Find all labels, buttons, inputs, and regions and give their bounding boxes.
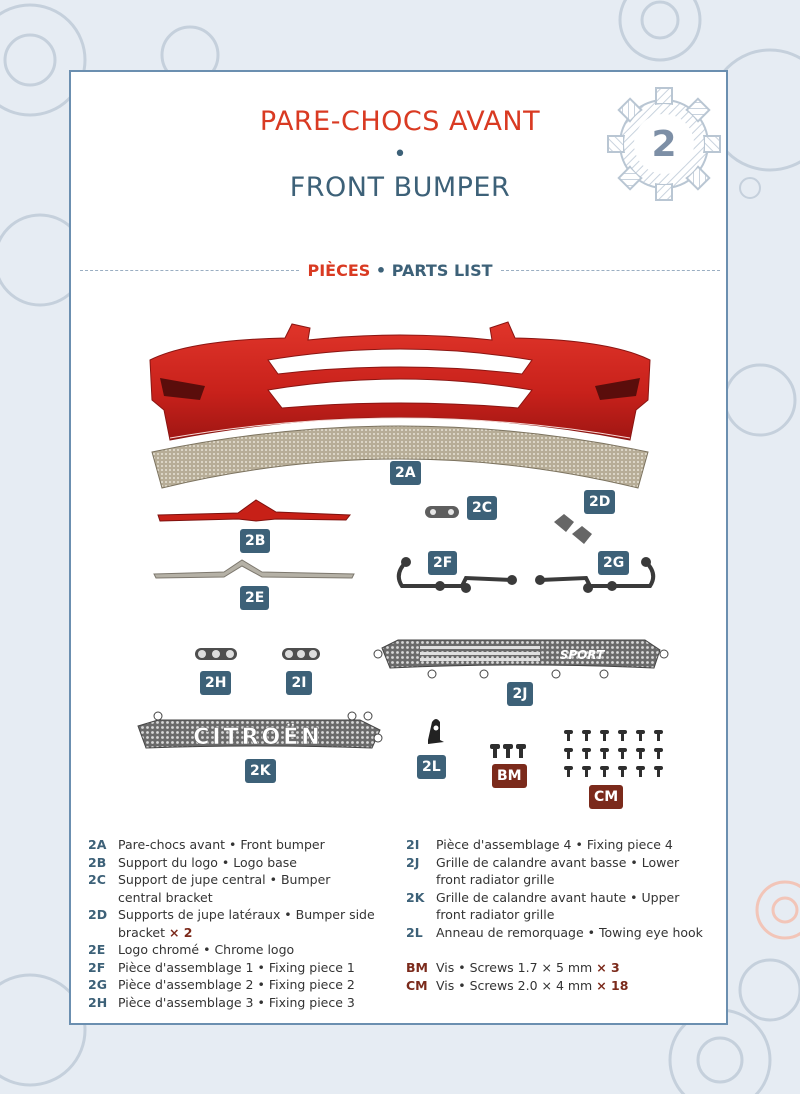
towing-eye-hook-2l	[428, 719, 444, 744]
lower-radiator-grille-2j: SPORT	[373, 639, 669, 679]
part-label-2c: 2C	[467, 496, 498, 520]
parts-heading-en: PARTS LIST	[391, 260, 493, 280]
quantity-badge: × 3	[596, 960, 620, 975]
step-number: 2	[651, 123, 677, 165]
part-label-cm: CM	[589, 785, 624, 809]
gear-badge-icon	[607, 87, 721, 201]
front-bumper-2a	[149, 321, 651, 489]
parts-heading-sep: •	[375, 260, 387, 280]
part-label-2e: 2E	[240, 586, 270, 610]
screws-cm	[564, 730, 663, 777]
bumper-side-brackets-2d	[554, 514, 592, 544]
page-title-en: FRONT BUMPER	[289, 172, 511, 203]
instruction-card	[69, 70, 728, 1025]
part-label-2d: 2D	[584, 490, 616, 514]
screws-bm	[490, 744, 526, 758]
page-title-fr: PARE-CHOCS AVANT	[259, 106, 541, 137]
part-label-2k: 2K	[245, 759, 276, 783]
fixing-piece-4-2i	[282, 648, 320, 660]
part-label-bm: BM	[492, 764, 527, 788]
part-label-2h: 2H	[200, 671, 232, 695]
quantity-badge: × 18	[596, 977, 629, 993]
part-label-2l: 2L	[417, 755, 446, 779]
fixing-piece-2-2g	[539, 560, 656, 588]
part-label-2b: 2B	[240, 529, 271, 553]
dashed-divider-left	[80, 269, 300, 271]
fixing-piece-3-2h	[195, 648, 237, 660]
parts-list-heading: PIÈCES • PARTS LIST	[80, 258, 721, 282]
part-label-2j: 2J	[507, 682, 533, 706]
part-label-2g: 2G	[598, 551, 630, 575]
upper-radiator-grille-2k: CITROËN	[137, 711, 383, 750]
title-separator: •	[393, 142, 407, 167]
part-label-2f: 2F	[428, 551, 458, 575]
grille-sport-text: SPORT	[560, 648, 605, 662]
chrome-logo-2e	[153, 559, 355, 579]
quantity-badge: × 2	[168, 924, 193, 940]
bumper-central-bracket-2c	[425, 506, 459, 518]
parts-heading-fr: PIÈCES	[307, 260, 371, 280]
dashed-divider-right	[500, 269, 721, 271]
part-label-2a: 2A	[390, 461, 421, 485]
part-label-2i: 2I	[286, 671, 312, 695]
grille-citroen-text: CITROËN	[193, 724, 322, 750]
logo-base-2b	[157, 499, 352, 522]
